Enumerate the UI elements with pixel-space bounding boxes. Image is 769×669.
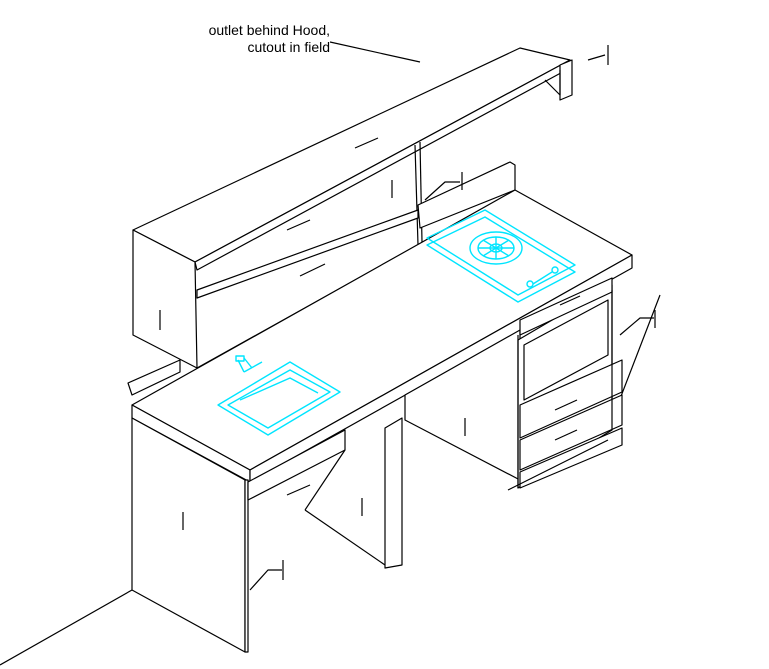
callout-leader	[329, 41, 421, 63]
arrow-upper-inner	[286, 219, 311, 231]
upper-divider-panel	[414, 144, 419, 246]
callout-line-1: outlet behind Hood,	[208, 22, 330, 38]
sink-base-side	[384, 417, 403, 569]
right-open-shelf	[523, 299, 609, 401]
backsplash-left	[127, 359, 181, 396]
callout-line-2: cutout in field	[247, 39, 331, 55]
linework	[0, 41, 661, 666]
cooktop-surface	[426, 216, 576, 303]
burner-spokes-icon	[478, 237, 514, 259]
arrow-right-apron	[559, 295, 581, 306]
sink-bowl	[227, 369, 331, 429]
sink	[217, 355, 341, 436]
sink-bowl-inner	[239, 377, 319, 401]
leader-backsplash	[424, 181, 460, 201]
wall-floor-line-left	[0, 589, 133, 666]
cooktop	[426, 209, 576, 303]
cooktop-outline	[426, 209, 576, 296]
backsplash-right	[417, 161, 516, 229]
leader-right-base	[619, 317, 654, 336]
control-strip	[532, 271, 553, 285]
sink-base-back-2	[304, 449, 346, 511]
arrow-drawer-1	[554, 399, 578, 411]
countertop-right-edge	[249, 254, 633, 483]
arrow-upper-shelf	[354, 137, 379, 149]
arrow-upper-lower	[299, 263, 326, 277]
arrow-sink-apron	[286, 484, 311, 496]
faucet-icon	[235, 355, 263, 373]
upper-right-support	[544, 70, 561, 96]
leader-left-support	[249, 569, 282, 591]
sink-rim	[217, 361, 341, 436]
upper-inner-shelf	[196, 209, 419, 299]
drawer-1	[519, 359, 623, 439]
control-knob-2-icon	[551, 266, 559, 274]
arrow-drawer-2	[554, 429, 578, 441]
burner-outer-icon	[469, 231, 523, 265]
grain-arrows	[159, 45, 656, 580]
upper-right-end-panel	[559, 59, 573, 101]
sink-base-back	[304, 509, 386, 566]
right-base-toe	[507, 439, 609, 491]
left-base-front-panel	[244, 479, 249, 653]
leader-right-end	[587, 54, 606, 61]
